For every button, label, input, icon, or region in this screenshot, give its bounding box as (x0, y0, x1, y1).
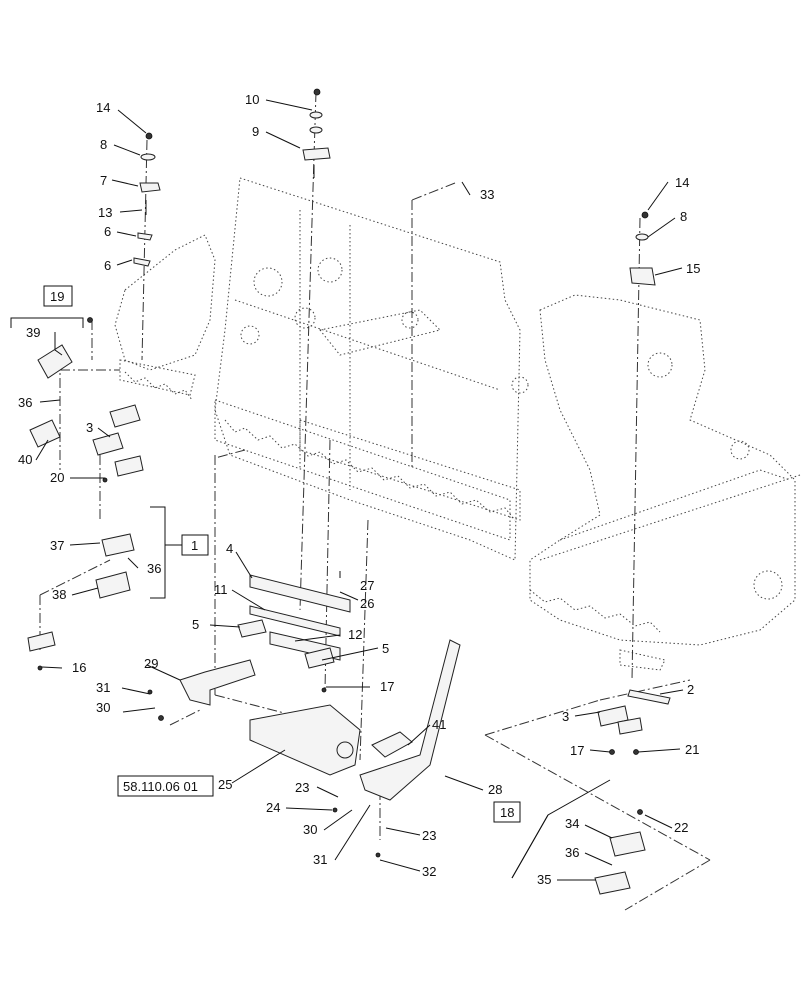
hardware-parts (27, 88, 671, 895)
callout-label: 8 (100, 137, 107, 152)
callout-label: 58.110.06 01 (123, 779, 198, 794)
callout-label: 23 (295, 780, 309, 795)
callout-label: 19 (50, 289, 64, 304)
callout-label: 24 (266, 800, 280, 815)
callout-label: 10 (245, 92, 259, 107)
callout-box-19 (43, 285, 73, 307)
callout-label: 8 (680, 209, 687, 224)
callout-label: 14 (675, 175, 689, 190)
leader-lines (10, 99, 684, 881)
callout-label: 6 (104, 224, 111, 239)
header-frame-right (529, 294, 801, 671)
callout-label: 14 (96, 100, 110, 115)
callout-label: 6 (104, 258, 111, 273)
callout-label: 20 (50, 470, 64, 485)
callout-label: 7 (100, 173, 107, 188)
callout-label: 3 (86, 420, 93, 435)
callout-label: 17 (570, 743, 584, 758)
callout-label: 32 (422, 864, 436, 879)
callout-label: 37 (50, 538, 64, 553)
header-frame-center (214, 177, 529, 561)
callout-label: 9 (252, 124, 259, 139)
callout-label: 27 (360, 578, 374, 593)
callout-label: 35 (537, 872, 551, 887)
callout-label: 31 (96, 680, 110, 695)
callout-box-1 (181, 534, 209, 556)
callout-label: 18 (500, 805, 514, 820)
callout-label: 4 (226, 541, 233, 556)
callout-label: 36 (18, 395, 32, 410)
callout-label: 36 (147, 561, 161, 576)
callout-label: 17 (380, 679, 394, 694)
callout-label: 11 (214, 582, 228, 597)
callout-label: 1 (191, 538, 198, 553)
callout-label: 13 (98, 205, 112, 220)
header-frame-left (114, 234, 216, 401)
callout-label: 15 (686, 261, 700, 276)
callout-label: 5 (382, 641, 389, 656)
callout-box-ref (117, 775, 214, 797)
callout-label: 36 (565, 845, 579, 860)
callout-label: 25 (218, 777, 232, 792)
callout-label: 3 (562, 709, 569, 724)
callout-label: 23 (422, 828, 436, 843)
callout-label: 28 (488, 782, 502, 797)
callout-label: 39 (26, 325, 40, 340)
callout-label: 41 (432, 717, 446, 732)
callout-box-18 (493, 801, 521, 823)
callout-label: 5 (192, 617, 199, 632)
callout-label: 16 (72, 660, 86, 675)
callout-label: 29 (144, 656, 158, 671)
callout-labels: 14 8 7 13 6 6 10 9 33 14 8 15 19 39 36 4… (18, 92, 700, 887)
callout-label: 30 (96, 700, 110, 715)
callout-label: 30 (303, 822, 317, 837)
callout-label: 26 (360, 596, 374, 611)
callout-label: 2 (687, 682, 694, 697)
callout-label: 40 (18, 452, 32, 467)
callout-label: 34 (565, 816, 579, 831)
callout-label: 22 (674, 820, 688, 835)
callout-label: 21 (685, 742, 699, 757)
callout-label: 12 (348, 627, 362, 642)
callout-label: 33 (480, 187, 494, 202)
callout-label: 38 (52, 587, 66, 602)
callout-label: 31 (313, 852, 327, 867)
